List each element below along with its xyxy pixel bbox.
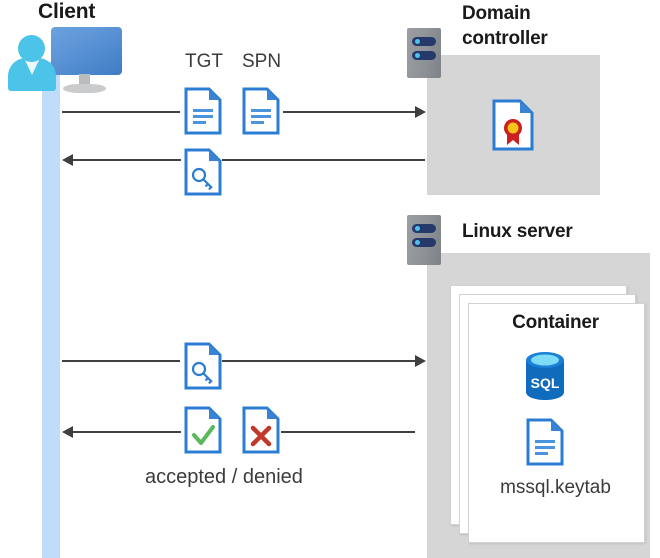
tgt-document-icon [184,87,222,135]
client-workstation-icon [0,0,130,100]
flow-4-line-right [281,431,415,433]
flow-2-line-right [222,159,425,161]
flow-2-arrowhead [62,154,73,166]
server-bay-icon [412,51,436,60]
server-rack-icon [407,28,441,78]
cross-icon [250,425,272,447]
sql-label: SQL [531,375,560,391]
client-title: Client [38,0,96,23]
flow-3-arrowhead [415,355,426,367]
flow-1-line-left [62,111,180,113]
user-icon-head [18,35,45,62]
server-led-icon [415,53,420,58]
sql-database-icon: SQL [524,350,566,402]
keytab-document-icon [526,418,564,466]
flow-4-arrowhead [62,426,73,438]
server-rack-icon [407,215,441,265]
spn-label: SPN [242,51,282,72]
flow-1-arrowhead [415,106,426,118]
flow-1-line-right [283,111,415,113]
server-bay-icon [412,238,436,247]
flow-3-line-right [222,360,415,362]
accepted-denied-label: accepted / denied [145,466,303,488]
accepted-document-icon [184,406,222,454]
server-bay-icon [412,224,436,233]
server-bay-icon [412,37,436,46]
container-title: Container [512,312,599,333]
flow-3-line-left [62,360,180,362]
linux-server-title: Linux server [462,221,573,242]
check-icon [192,425,215,445]
client-lifeline [42,62,60,558]
certificate-icon [492,99,534,151]
flow-4-line-left [73,431,181,433]
tgt-label: TGT [185,51,223,72]
ticket-key-document-icon [184,342,222,390]
denied-document-icon [242,406,280,454]
monitor-stand-neck [79,74,90,88]
domain-controller-title-line1: Domain [462,3,531,24]
server-led-icon [415,39,420,44]
container-card-front[interactable] [468,303,645,543]
monitor-icon [51,27,122,75]
monitor-stand-base [63,84,106,93]
server-led-icon [415,226,420,231]
flow-2-line-left [73,159,181,161]
user-icon-collar [24,58,40,75]
keytab-filename-label: mssql.keytab [500,477,611,498]
server-led-icon [415,240,420,245]
ticket-key-document-icon [184,148,222,196]
spn-document-icon [242,87,280,135]
domain-controller-title-line2: controller [462,28,548,49]
